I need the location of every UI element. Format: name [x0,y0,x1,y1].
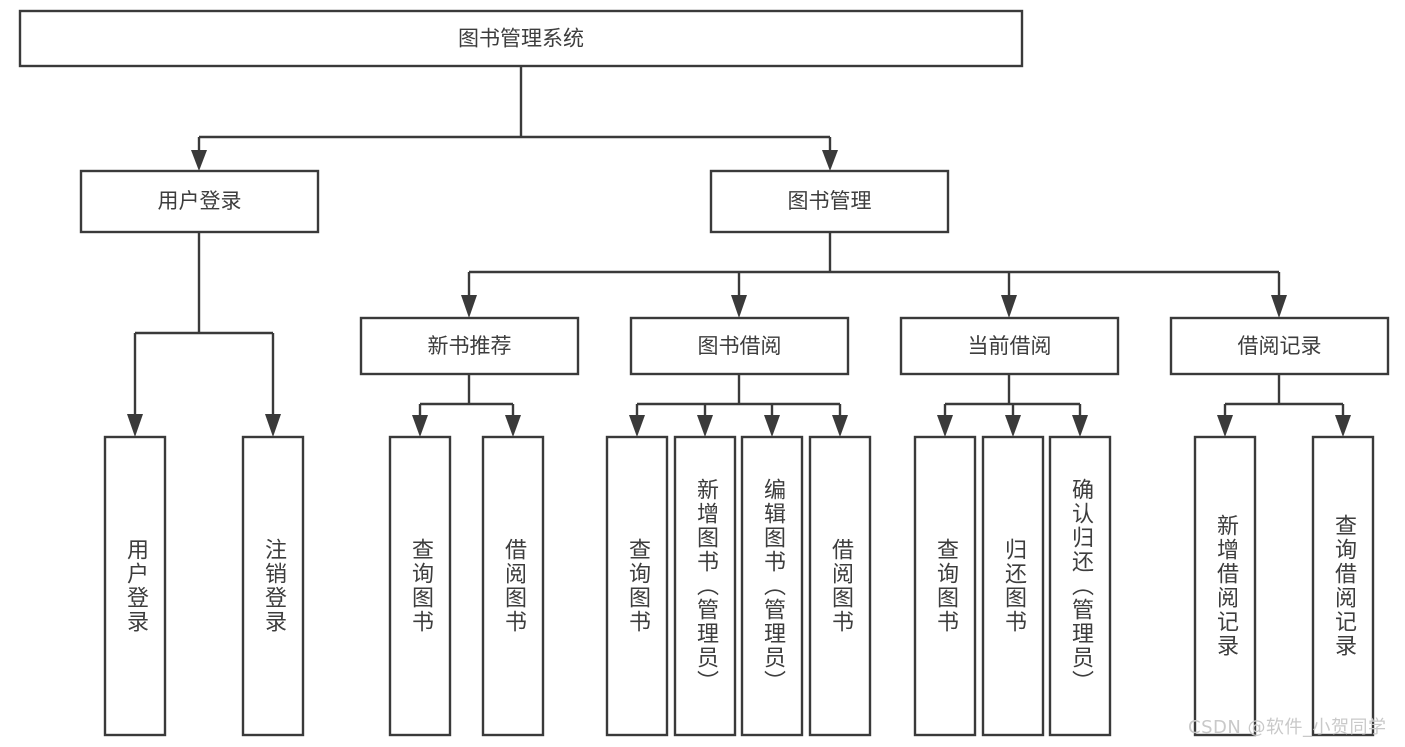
arrow-head-leaf-borrow-book-1 [505,415,521,437]
node-new-book-recommend-label: 新书推荐 [428,334,512,358]
arrow-head-leaf-query-book-3 [937,415,953,437]
node-leaf-borrow-book-1-box[interactable] [481,435,545,737]
node-leaf-query-book-1-box[interactable] [388,435,452,737]
node-leaf-borrow-book-2-box[interactable] [808,435,872,737]
arrow-head-new-book-recommend [461,295,477,318]
node-leaf-query-book-2-box[interactable] [605,435,669,737]
node-layer: 图书管理系统 用户登录 图书管理 新书推荐 图书借阅 当前借阅 借阅记录 [18,9,1390,737]
node-leaf-query-book-3-box[interactable] [913,435,977,737]
node-book-management-box[interactable] [709,169,950,234]
arrow-head-leaf-add-record [1217,415,1233,437]
node-leaf-query-record-box[interactable] [1311,435,1375,737]
arrow-head-current-borrow [1001,295,1017,318]
arrow-head-book-management [822,150,838,171]
arrow-head-leaf-query-book-1 [412,415,428,437]
arrow-head-leaf-edit-book [764,415,780,437]
node-borrow-record-label: 借阅记录 [1238,334,1322,358]
arrow-head-borrow-record [1271,295,1287,318]
arrow-head-leaf-confirm-return [1072,415,1088,437]
node-leaf-add-book-box[interactable] [673,435,737,737]
node-leaf-logout-login-box[interactable] [241,435,305,737]
node-book-borrow-label: 图书借阅 [698,334,782,358]
node-root-label: 图书管理系统 [458,27,584,51]
node-root-box[interactable] [18,9,1024,68]
node-leaf-add-record-box[interactable] [1193,435,1257,737]
node-current-borrow-box[interactable] [899,316,1120,376]
arrow-head-leaf-logout-login [265,414,281,437]
arrow-head-user-login [191,150,207,171]
arrow-head-leaf-user-login [127,414,143,437]
connector-layer [127,66,1351,437]
arrow-head-leaf-query-record [1335,415,1351,437]
node-book-borrow-box[interactable] [629,316,850,376]
arrow-head-leaf-return-book [1005,415,1021,437]
node-book-management-label: 图书管理 [788,189,872,213]
node-current-borrow-label: 当前借阅 [968,334,1052,358]
arrow-head-leaf-query-book-2 [629,415,645,437]
node-user-login-label: 用户登录 [158,189,242,213]
arrow-head-leaf-add-book [697,415,713,437]
csdn-watermark: CSDN @软件_小贺同学 [1188,717,1387,738]
node-leaf-edit-book-box[interactable] [740,435,804,737]
node-leaf-return-book-box[interactable] [981,435,1045,737]
node-borrow-record-box[interactable] [1169,316,1390,376]
arrow-head-book-borrow [731,295,747,318]
node-new-book-recommend-box[interactable] [359,316,580,376]
arrow-head-leaf-borrow-book-2 [832,415,848,437]
node-leaf-user-login-box[interactable] [103,435,167,737]
node-leaf-confirm-return-box[interactable] [1048,435,1112,737]
node-user-login-box[interactable] [79,169,320,234]
